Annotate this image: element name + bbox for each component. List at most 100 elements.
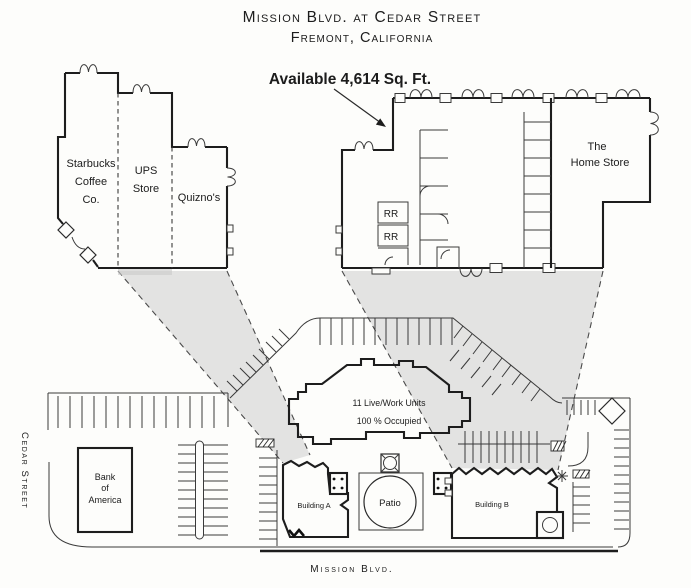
patio-circle: [363, 475, 417, 529]
restrooms: RR RR: [377, 201, 409, 266]
door-arc-rear: [459, 267, 483, 277]
restroom-label: RR: [384, 209, 398, 220]
office-walls: [419, 129, 448, 265]
wall-tab: [335, 225, 343, 234]
hatch-lines: [574, 469, 591, 479]
tenant-label-ups: UPS: [135, 165, 158, 177]
available-space-arrow: [333, 88, 386, 127]
hatch-box: [572, 469, 590, 479]
left-cone-shade: [118, 271, 310, 463]
top-row-stripes: [319, 318, 453, 345]
right-projection-cone: [341, 270, 604, 471]
curb: [47, 392, 229, 430]
parking-row-east-of-bank: [178, 440, 228, 540]
fountain: [380, 453, 400, 473]
janitor-room: [378, 247, 409, 266]
wall-tab: [444, 477, 453, 485]
door-arc-home-store-side: [649, 111, 659, 136]
tenant-label-starbucks: Co.: [82, 194, 99, 206]
patio-label: Patio: [379, 498, 401, 509]
crosswalk-hatch: [255, 438, 275, 448]
pier: [542, 263, 556, 273]
street-label-mission: Mission Blvd.: [310, 564, 393, 575]
parking-mid-right: [458, 431, 591, 532]
hatch-box: [255, 438, 275, 448]
door-arc-left-wing: [354, 141, 374, 151]
right-cone-shade: [342, 271, 603, 470]
corner-pavilion: [535, 510, 565, 540]
right-cone-dashed-lines: [341, 270, 604, 471]
bank-label: Bank: [95, 472, 116, 482]
door-arc-quiznos-side: [226, 167, 236, 187]
trellis-posts: [332, 477, 344, 490]
left-detail-building: Starbucks Coffee Co. UPS Store Quizno's: [56, 64, 236, 270]
door-arc-ups: [132, 84, 151, 94]
page-title-line2: Fremont, California: [291, 30, 434, 46]
crosswalk-hatch: [572, 469, 591, 479]
pavilion-circle: [542, 517, 558, 533]
pier: [489, 263, 503, 273]
pier: [542, 93, 555, 103]
storefront-door-arcs: [409, 89, 641, 99]
parking-field-right: [562, 397, 630, 530]
door-arc-starbucks: [79, 64, 98, 74]
right-building-outline: [340, 96, 652, 270]
parking-stripes: [614, 429, 629, 530]
interior-room-ladder: [523, 98, 553, 268]
entry-star-marker: [556, 470, 568, 482]
parking-stripes: [259, 450, 278, 546]
pier: [490, 93, 503, 103]
left-projection-cone: [117, 270, 311, 464]
fountain-basin: [383, 456, 397, 470]
rear-stoop: [371, 267, 391, 275]
available-space-label: Available 4,614 Sq. Ft.: [269, 71, 431, 88]
street-label-cedar: Cedar Street: [19, 432, 30, 509]
rear-vestibule: [436, 246, 460, 268]
wall-tab: [444, 489, 453, 497]
ladder-rungs: [524, 121, 551, 249]
top-row: [562, 397, 630, 415]
patio-pad: [358, 472, 424, 531]
tenant-label-starbucks: Coffee: [75, 176, 107, 188]
planter-island: [195, 440, 204, 540]
angled-drive: [226, 317, 563, 404]
building-a-label: Building A: [297, 501, 330, 510]
wall-tab: [335, 247, 343, 256]
site-plan: 11 Live/Work Units 100 % Occupied Bank o…: [47, 317, 631, 553]
building-a-entry-zigzag: [288, 527, 305, 539]
wall-tab: [226, 247, 234, 256]
left-building-sidewalk-shade: [118, 269, 172, 275]
tenant-label-home-store: Home Store: [571, 157, 630, 169]
building-b-label: Building B: [475, 500, 509, 509]
parking-row-west-of-building-a: [255, 438, 278, 546]
tenant-demising-lines: [117, 93, 173, 268]
tenant-label-quiznos: Quizno's: [178, 192, 221, 204]
entry-pillar-diamonds: [57, 221, 97, 264]
live-work-building: 11 Live/Work Units 100 % Occupied: [287, 357, 472, 446]
storefront-piers: [394, 93, 608, 103]
live-work-label: 11 Live/Work Units: [352, 398, 426, 408]
curb-corner: [567, 432, 589, 467]
patio: Patio: [358, 472, 424, 531]
page-title-line1: Mission Blvd. at Cedar Street: [243, 9, 482, 26]
tenant-label-ups: Store: [133, 183, 159, 195]
tenant-label-home-store: The: [588, 141, 607, 153]
parking-stripes: [57, 396, 215, 428]
restroom-2: [377, 224, 409, 247]
parking-stripes: [458, 431, 550, 463]
pier: [394, 93, 406, 103]
building-b: Building B: [444, 466, 565, 540]
trellis-left: [328, 471, 349, 496]
fountain-corners: [380, 453, 400, 473]
bank-label: of: [101, 483, 109, 493]
live-work-outline: [287, 357, 472, 446]
arrow-shaft: [333, 88, 382, 124]
door-arc-quiznos-top: [187, 138, 206, 148]
wall-tab: [226, 224, 234, 233]
bank-outline: [76, 446, 134, 534]
restroom-label: RR: [384, 232, 398, 243]
hatch-lines: [257, 438, 275, 448]
parking-row-upper-left: [47, 392, 229, 430]
site-boundary: [48, 398, 631, 548]
